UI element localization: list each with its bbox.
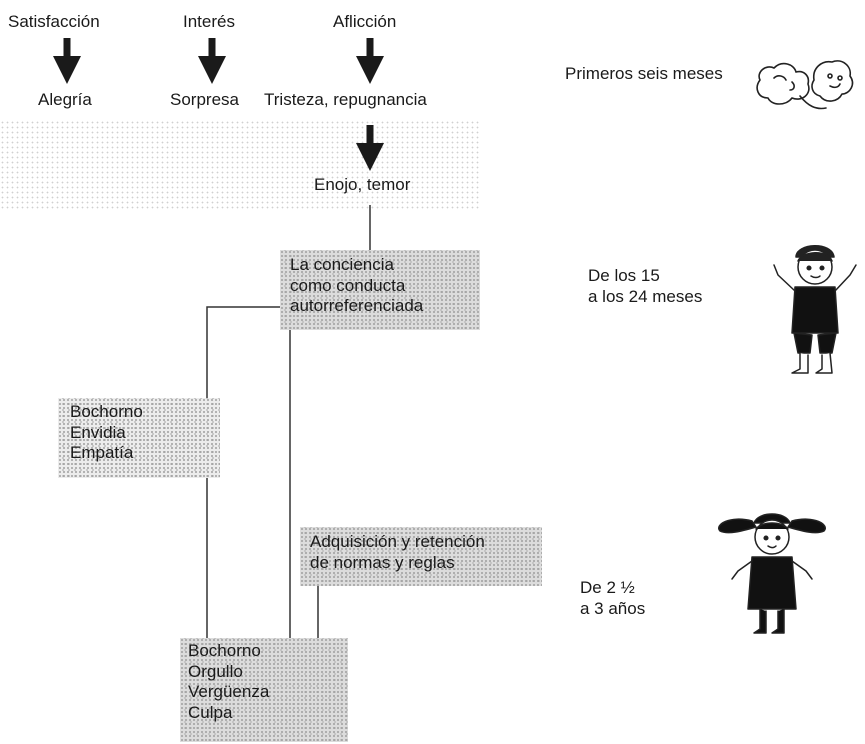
stage-label-third: De 2 ½ a 3 años [580, 578, 646, 618]
node-normas-text: Adquisición y retención de normas y regl… [310, 532, 485, 572]
label-afliccion: Aflicción [333, 12, 397, 31]
node-conciencia-text: La conciencia como conducta autorreferen… [290, 255, 424, 316]
stage-label-first: Primeros seis meses [565, 64, 723, 83]
node-emotions-2: Bochorno Orgullo Vergüenza Culpa [180, 638, 348, 742]
node-normas: Adquisición y retención de normas y regl… [300, 527, 542, 586]
label-alegria: Alegría [38, 90, 92, 109]
label-interes: Interés [183, 12, 235, 31]
line-conciencia-emotions-1 [206, 306, 282, 400]
stipple-band [0, 120, 480, 210]
infant-illustration [756, 60, 854, 110]
node-emotions-2-text: Bochorno Orgullo Vergüenza Culpa [188, 641, 270, 723]
node-emotions-1: Bochorno Envidia Empatía [58, 398, 220, 478]
label-enojo: Enojo, temor [314, 175, 411, 194]
stage-label-second: De los 15 a los 24 meses [588, 266, 703, 306]
girl-illustration [718, 513, 826, 634]
node-conciencia: La conciencia como conducta autorreferen… [280, 250, 480, 330]
label-sorpresa: Sorpresa [170, 90, 239, 109]
label-satisfaccion: Satisfacción [8, 12, 100, 31]
toddler-illustration [773, 245, 857, 374]
node-emotions-1-text: Bochorno Envidia Empatía [70, 402, 143, 463]
label-tristeza: Tristeza, repugnancia [264, 90, 427, 109]
